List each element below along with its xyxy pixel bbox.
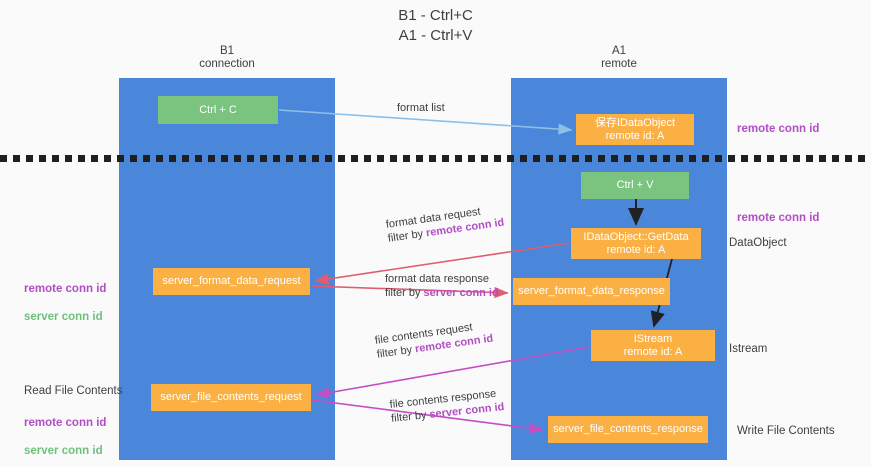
note-server-conn-id: server conn id — [24, 311, 103, 323]
box-idataobject-getdata[interactable]: IDataObject::GetData remote id: A — [571, 228, 701, 259]
filter-prefix: filter by — [387, 227, 427, 245]
box-istream[interactable]: IStream remote id: A — [591, 330, 715, 361]
filter-prefix: filter by — [376, 343, 416, 361]
note-left-conn-ids-bottom: remote conn id server conn id — [24, 402, 106, 467]
box-ctrl-v[interactable]: Ctrl + V — [581, 172, 689, 199]
note-left-conn-ids-middle: remote conn id server conn id — [24, 268, 106, 338]
note-remote-conn-id: remote conn id — [24, 417, 107, 429]
lane-header-a1: A1 remote — [601, 45, 637, 70]
filter-key-server-conn-id: server conn id — [423, 287, 499, 299]
box-server-format-data-response[interactable]: server_format_data_response — [513, 278, 670, 305]
edge-label-format-data-response: format data response filter by server co… — [385, 272, 499, 300]
note-remote-conn-id-mid: remote conn id — [737, 212, 820, 224]
filter-prefix: filter by — [385, 287, 424, 299]
note-read-file-contents: Read File Contents — [24, 385, 123, 397]
divider-dashed-line — [0, 155, 871, 162]
note-remote-conn-id: remote conn id — [24, 283, 107, 295]
edge-label-line2: filter by server conn id — [385, 286, 499, 300]
lane-header-b1: B1 connection — [199, 45, 255, 70]
note-dataobject: DataObject — [729, 237, 787, 249]
filter-prefix: filter by — [390, 408, 431, 425]
edge-label-format-data-request: format data request filter by remote con… — [385, 202, 505, 246]
edge-label-file-contents-response: file contents response filter by server … — [389, 386, 505, 426]
edge-label-format-list: format list — [397, 102, 445, 114]
box-server-format-data-request[interactable]: server_format_data_request — [153, 268, 310, 295]
edge-label-file-contents-request: file contents request filter by remote c… — [374, 318, 494, 362]
box-save-idataobject[interactable]: 保存IDataObject remote id: A — [576, 114, 694, 145]
box-ctrl-c[interactable]: Ctrl + C — [158, 96, 278, 124]
note-write-file-contents: Write File Contents — [737, 425, 835, 437]
page-title: B1 - Ctrl+C A1 - Ctrl+V — [398, 7, 473, 44]
note-istream: Istream — [729, 343, 768, 355]
box-server-file-contents-response[interactable]: server_file_contents_response — [548, 416, 708, 443]
edge-label-line1: format data response — [385, 273, 489, 285]
box-server-file-contents-request[interactable]: server_file_contents_request — [151, 384, 311, 411]
note-server-conn-id: server conn id — [24, 445, 103, 457]
note-remote-conn-id-top: remote conn id — [737, 123, 820, 135]
